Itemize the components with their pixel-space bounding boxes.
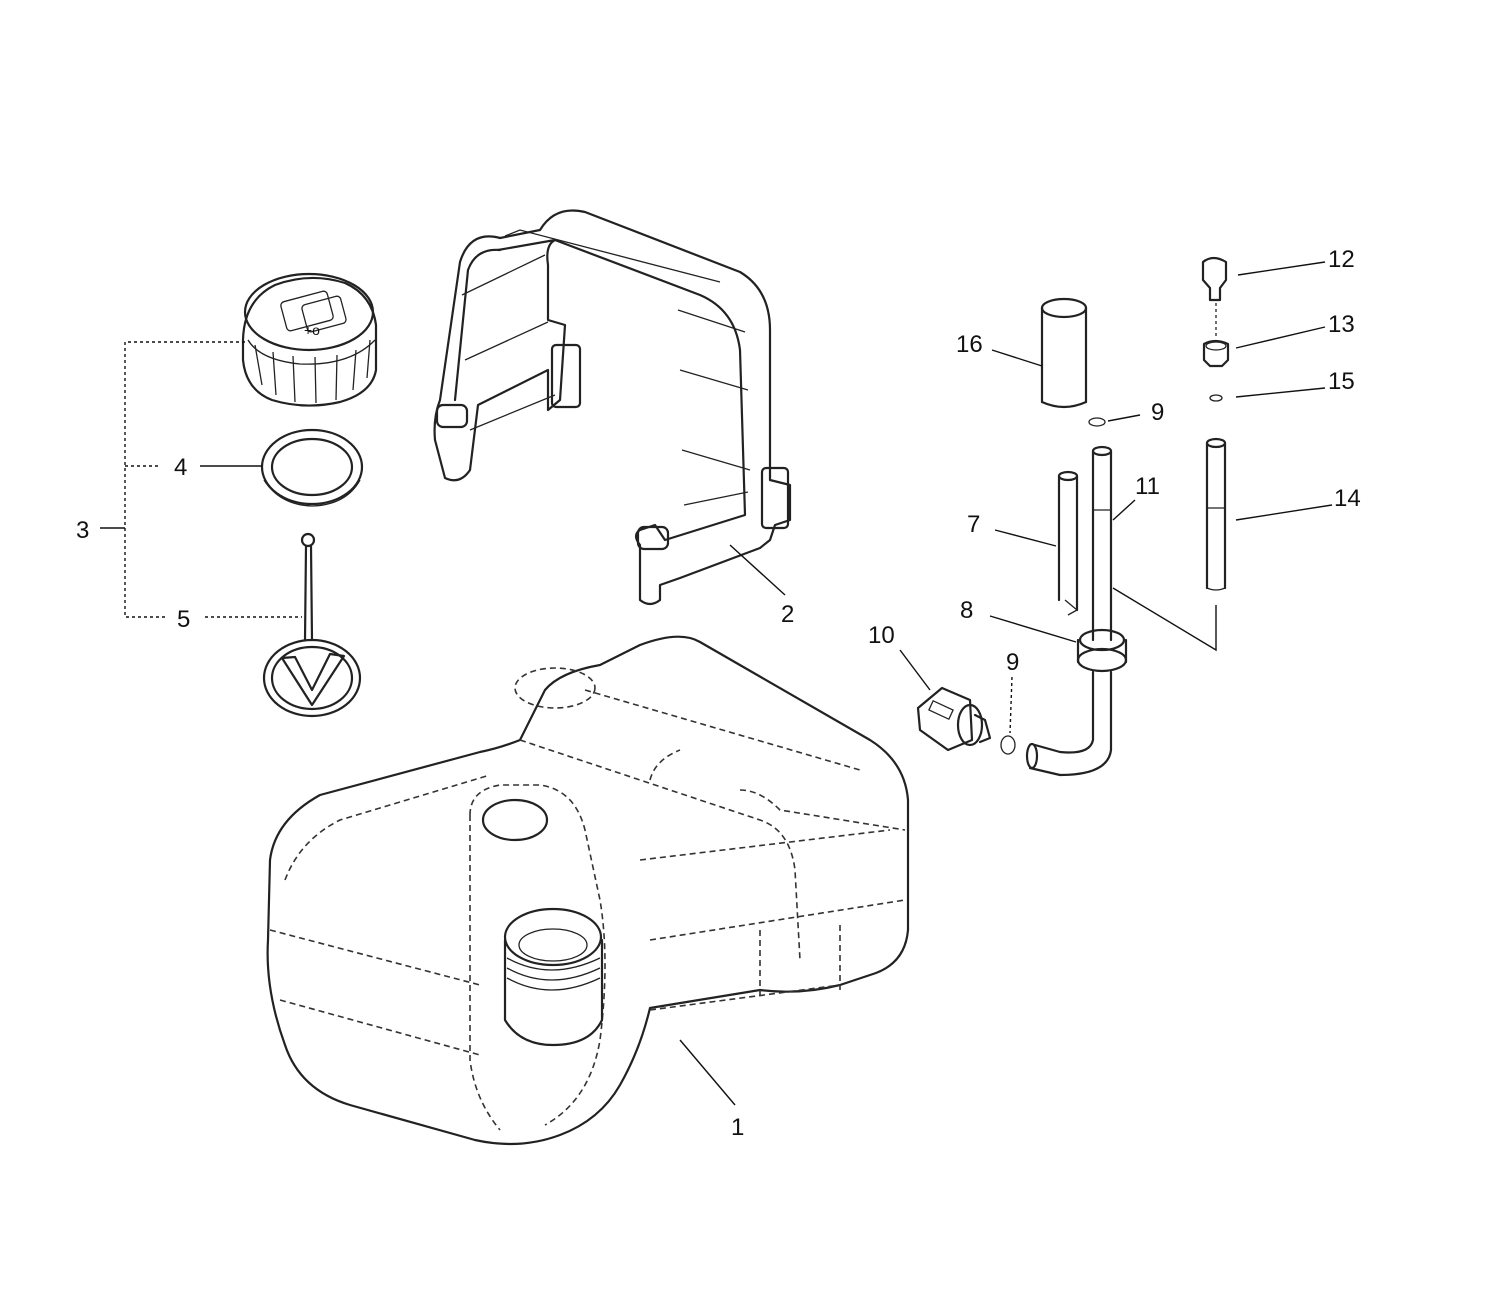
callout-1: 1 bbox=[731, 1114, 744, 1141]
fuel-pickup-assembly[interactable] bbox=[1000, 417, 1128, 777]
callout-12: 12 bbox=[1328, 246, 1355, 273]
callouts: 1 2 3 4 5 7 8 9 9 10 11 12 13 14 15 16 bbox=[76, 246, 1361, 1141]
fuel-cap-icon[interactable]: +o bbox=[241, 272, 378, 407]
callout-2: 2 bbox=[781, 601, 794, 628]
fuel-tank-icon[interactable] bbox=[266, 635, 910, 1146]
cap-gasket-icon[interactable] bbox=[260, 428, 364, 507]
callout-15: 15 bbox=[1328, 368, 1355, 395]
tank-bracket-icon[interactable] bbox=[433, 209, 792, 606]
callout-13: 13 bbox=[1328, 311, 1355, 338]
callout-3: 3 bbox=[76, 517, 89, 544]
callout-9a: 9 bbox=[1151, 399, 1164, 426]
callout-10: 10 bbox=[868, 622, 895, 649]
callout-4: 4 bbox=[174, 454, 187, 481]
assembly-bracket bbox=[100, 341, 302, 618]
hose-sleeve-icon[interactable] bbox=[1040, 297, 1088, 409]
callout-7: 7 bbox=[967, 511, 980, 538]
svg-text:+o: +o bbox=[304, 322, 320, 338]
callout-9b: 9 bbox=[1006, 649, 1019, 676]
callout-8: 8 bbox=[960, 597, 973, 624]
fuel-strainer-icon[interactable] bbox=[262, 532, 362, 718]
callout-11: 11 bbox=[1135, 473, 1160, 500]
callout-16: 16 bbox=[956, 331, 983, 358]
vent-assembly[interactable] bbox=[1201, 256, 1230, 591]
callout-5: 5 bbox=[177, 606, 190, 633]
leader-lines bbox=[679, 261, 1333, 1106]
fuel-connector-icon[interactable] bbox=[916, 686, 992, 752]
callout-14: 14 bbox=[1334, 485, 1361, 512]
